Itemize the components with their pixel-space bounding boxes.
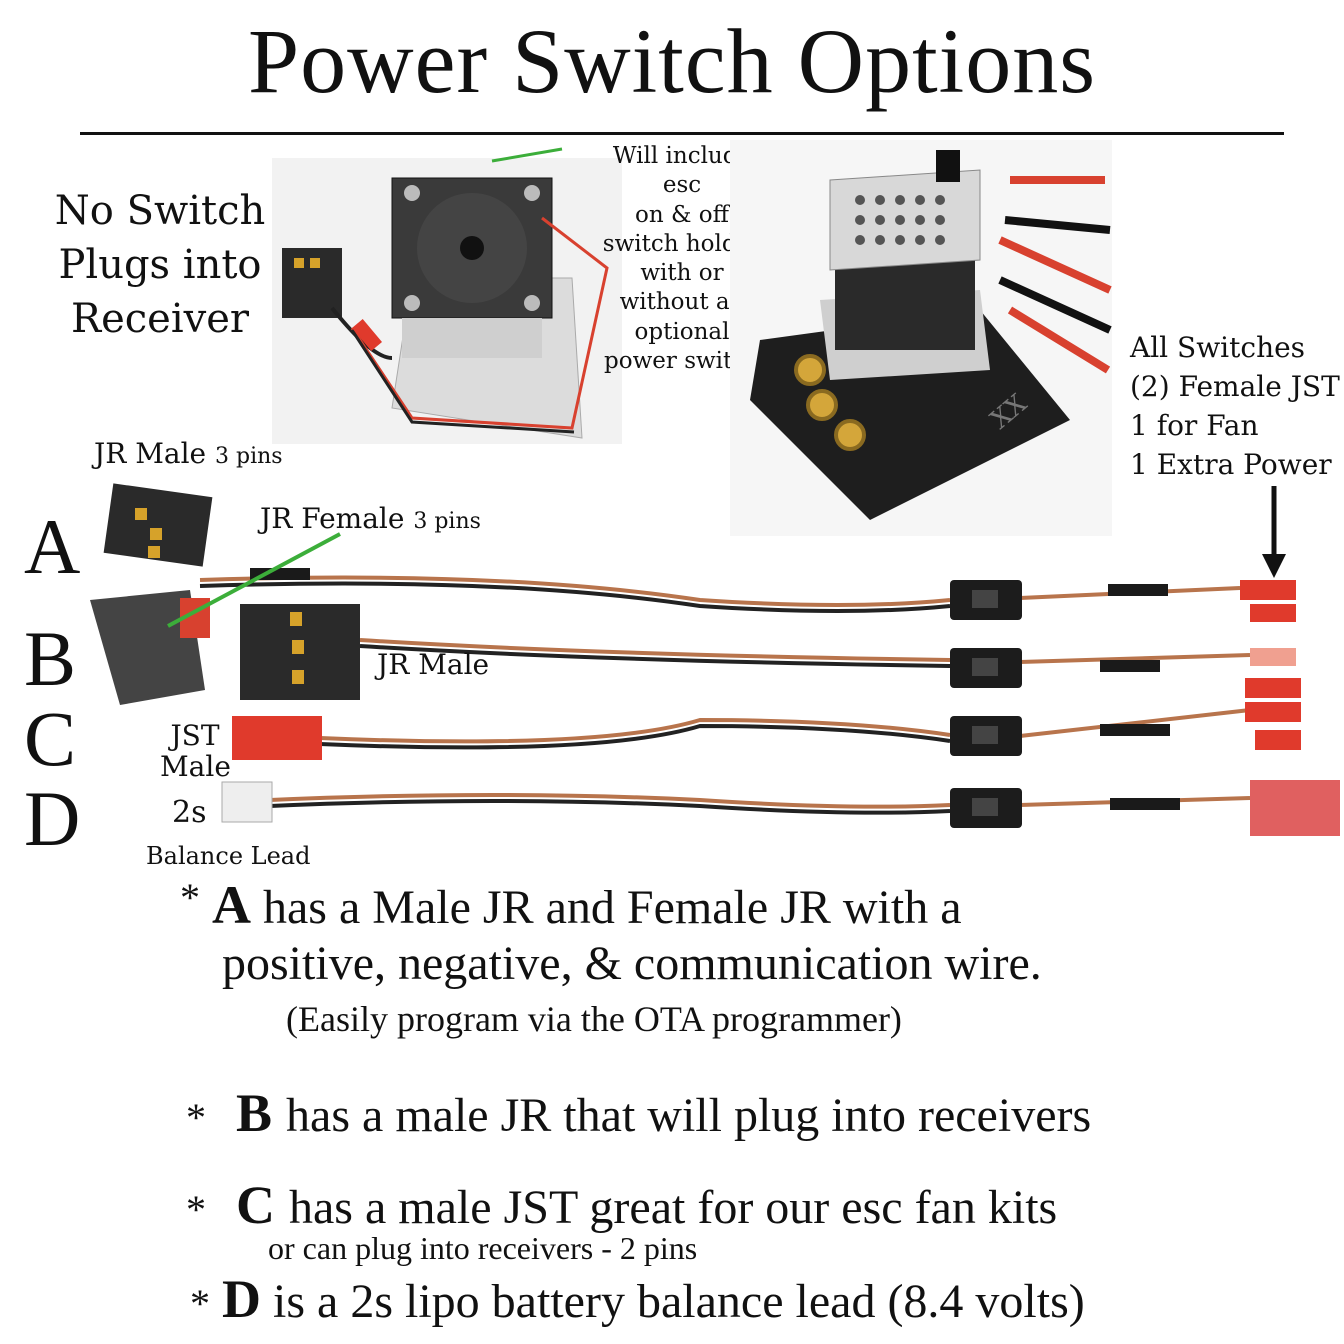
note-b-letter: B <box>236 1083 273 1143</box>
callout-line-6: optional <box>634 318 730 345</box>
all-switches-note: All Switches (2) Female JST 1 for Fan 1 … <box>1130 328 1344 484</box>
note-d-text: is a 2s lipo battery balance lead (8.4 v… <box>261 1275 1085 1328</box>
callout-line-1: Will include esc <box>612 143 752 199</box>
callout-line-5: without an <box>619 289 745 316</box>
page-title: Power Switch Options <box>248 10 1096 112</box>
two-s-label: 2s <box>172 795 207 830</box>
esc-switch-illustration: XX <box>750 150 1112 520</box>
photo-esc-with-switch: XX <box>730 140 1112 536</box>
switches-note-line-1: All Switches <box>1130 331 1306 364</box>
note-c-text: has a male JST great for our esc fan kit… <box>289 1181 1058 1234</box>
esc-fan-illustration <box>282 177 609 439</box>
note-c-sub: or can plug into receivers - 2 pins <box>268 1230 698 1266</box>
jr-male-pins: 3 pins <box>215 444 283 469</box>
note-a: * A has a Male JR and Female JR with a <box>180 874 962 936</box>
row-letter-b: B <box>24 615 77 702</box>
switches-note-line-4: 1 Extra Power <box>1130 448 1332 481</box>
arrow-down-icon <box>1260 486 1288 580</box>
jr-male-text: JR Male <box>94 437 207 470</box>
jr-female-text: JR Female <box>260 502 405 535</box>
note-d-star: * <box>190 1281 210 1326</box>
title-divider <box>80 132 1284 135</box>
row-letter-d: D <box>24 775 81 862</box>
jr-male-b-label: JR Male <box>377 648 490 681</box>
no-switch-line-1: No Switch <box>54 188 266 234</box>
jr-male-label: JR Male 3 pins <box>94 440 283 468</box>
jst-male-label: JST Male <box>160 719 231 783</box>
callout-line-2: on & off <box>635 201 729 228</box>
note-b-star: * <box>186 1095 206 1140</box>
no-switch-line-3: Receiver <box>70 296 250 342</box>
jst-line-1: JST <box>170 719 220 752</box>
switch-harness-illustration <box>0 480 1344 880</box>
note-a-line-1: has a Male JR and Female JR with a <box>251 881 962 934</box>
note-d: * D is a 2s lipo battery balance lead (8… <box>190 1268 1085 1330</box>
note-a-line-2: positive, negative, & communication wire… <box>222 937 1042 990</box>
no-switch-label: No Switch Plugs into Receiver <box>50 184 270 346</box>
note-c-star: * <box>186 1187 206 1232</box>
note-b-text: has a male JR that will plug into receiv… <box>286 1089 1092 1142</box>
jr-female-pins: 3 pins <box>413 509 481 534</box>
photo-esc-no-switch <box>272 158 622 444</box>
note-d-letter: D <box>222 1269 261 1329</box>
switches-note-line-3: 1 for Fan <box>1130 409 1259 442</box>
note-a-line-3: (Easily program via the OTA programmer) <box>286 999 902 1039</box>
switches-note-line-2: (2) Female JST <box>1130 370 1340 403</box>
row-letter-c: C <box>24 695 77 782</box>
note-a-letter: A <box>212 875 251 935</box>
callout-line-green <box>490 146 564 164</box>
callout-line-4: with or <box>640 260 724 287</box>
row-letter-a: A <box>24 503 81 590</box>
note-a-star: * <box>180 875 200 920</box>
no-switch-line-2: Plugs into <box>58 242 262 288</box>
balance-lead-label: Balance Lead <box>146 842 311 870</box>
jst-line-2: Male <box>160 750 231 783</box>
note-c-letter: C <box>236 1175 275 1235</box>
jr-female-label: JR Female 3 pins <box>260 505 481 533</box>
